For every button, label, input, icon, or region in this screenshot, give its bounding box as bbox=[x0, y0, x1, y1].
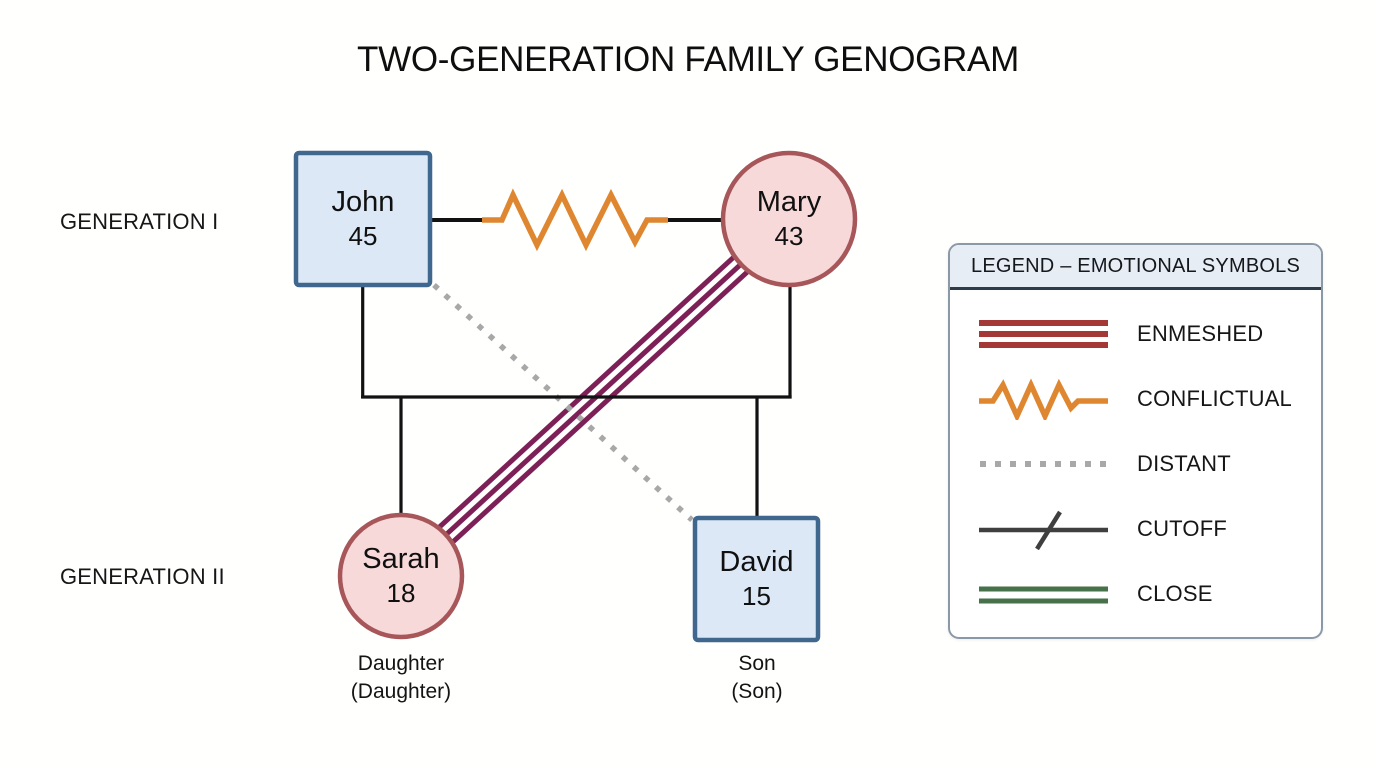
legend-header: LEGEND – EMOTIONAL SYMBOLS bbox=[950, 245, 1321, 290]
legend-item-label: ENMESHED bbox=[1137, 320, 1264, 346]
legend-item-label: CONFLICTUAL bbox=[1137, 385, 1292, 411]
conflictual-relationship-line bbox=[429, 188, 724, 252]
legend-row-distant: DISTANT bbox=[976, 431, 1321, 496]
legend-row-enmeshed: ENMESHED bbox=[976, 301, 1321, 366]
close-symbol-icon bbox=[979, 586, 1108, 603]
role-line: Son bbox=[738, 652, 776, 675]
conflictual-symbol-zigzag bbox=[979, 377, 1108, 420]
page-title: TWO-GENERATION FAMILY GENOGRAM bbox=[357, 40, 1019, 79]
legend-body: ENMESHED CONFLICTUAL DISTANT CUTO bbox=[950, 290, 1321, 626]
role-paren-line: (Son) bbox=[731, 679, 783, 703]
david-role-label: Son (Son) bbox=[647, 650, 867, 706]
legend-item-label: CUTOFF bbox=[1137, 515, 1228, 541]
generation-i-label: GENERATION I bbox=[60, 209, 219, 234]
legend-row-conflictual: CONFLICTUAL bbox=[976, 366, 1321, 431]
legend-row-close: CLOSE bbox=[976, 561, 1321, 626]
person-node-john bbox=[293, 150, 433, 288]
legend-panel: LEGEND – EMOTIONAL SYMBOLS ENMESHED CONF… bbox=[948, 243, 1323, 639]
legend-item-label: CLOSE bbox=[1137, 580, 1213, 606]
role-line: Daughter bbox=[357, 652, 445, 675]
legend-item-label: DISTANT bbox=[1137, 450, 1231, 476]
role-paren-line: (Daughter) bbox=[350, 679, 452, 703]
cutoff-symbol-icon bbox=[979, 510, 1108, 550]
conflictual-zigzag bbox=[482, 188, 668, 252]
distant-symbol-icon bbox=[980, 460, 1107, 467]
distant-relationship-line bbox=[432, 282, 694, 523]
generation-ii-label: GENERATION II bbox=[60, 564, 225, 589]
person-node-sarah bbox=[337, 512, 465, 640]
enmeshed-symbol-icon bbox=[979, 319, 1108, 348]
family-structure-lines bbox=[361, 284, 792, 521]
enmeshed-line-2 bbox=[437, 256, 749, 543]
conflictual-symbol-icon bbox=[979, 377, 1108, 420]
sarah-role-label: Daughter (Daughter) bbox=[291, 650, 511, 706]
enmeshed-line-1 bbox=[430, 249, 742, 536]
cutoff-symbol-slash bbox=[1035, 510, 1062, 550]
enmeshed-relationship-line bbox=[430, 249, 756, 551]
legend-row-cutoff: CUTOFF bbox=[976, 496, 1321, 561]
person-node-mary bbox=[720, 150, 858, 288]
person-node-david bbox=[692, 515, 821, 643]
enmeshed-line-3 bbox=[444, 264, 756, 551]
